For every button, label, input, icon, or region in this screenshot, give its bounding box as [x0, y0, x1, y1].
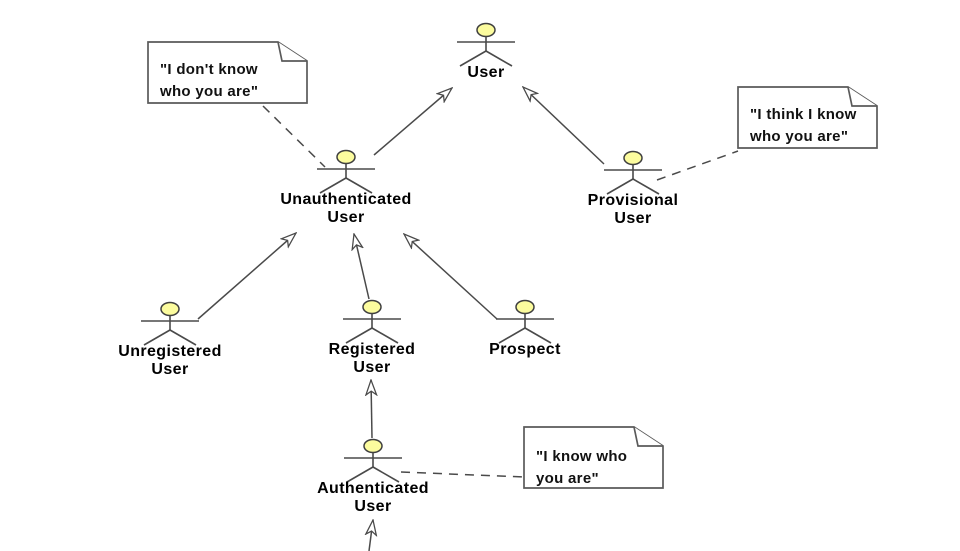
actor-head-icon — [515, 299, 535, 315]
actor-leg-left — [346, 466, 374, 483]
actor-label-provisional-user: Provisional User — [587, 192, 679, 227]
actor-leg-right — [485, 50, 513, 67]
actor-leg-left — [459, 50, 487, 67]
note-think-i-know — [737, 86, 878, 149]
actor-leg-right — [345, 177, 373, 194]
actor-head-icon — [336, 149, 356, 165]
actor-leg-left — [345, 327, 373, 344]
actor-leg-left — [143, 329, 171, 346]
actor-user — [457, 22, 515, 67]
actor-leg-left — [319, 177, 347, 194]
generalization-unregistered-to-unauthenticated — [197, 233, 296, 320]
note-link-dont-know-to-unauthenticated — [262, 105, 326, 168]
note-link-i-know-to-authenticated — [400, 471, 525, 478]
actor-head-icon — [476, 22, 496, 38]
note-text-i-know: "I know who you are" — [536, 448, 628, 487]
actor-unregistered-user — [141, 301, 199, 346]
generalization-prospect-to-unauthenticated — [404, 234, 498, 320]
actor-head-icon — [623, 150, 643, 166]
actor-leg-right — [524, 327, 552, 344]
note-link-think-i-know-to-provisional — [656, 150, 739, 181]
note-fold-icon — [847, 86, 877, 107]
actor-label-authenticated-user: Authenticated User — [317, 480, 429, 515]
actor-prospect — [496, 299, 554, 344]
generalization-unauthenticated-to-user — [373, 88, 452, 156]
actor-registered-user — [343, 299, 401, 344]
actor-label-unregistered-user: Unregistered User — [118, 343, 222, 378]
actor-leg-left — [498, 327, 526, 344]
actor-leg-right — [371, 327, 399, 344]
note-text-think-i-know: "I think I know who you are" — [750, 106, 857, 145]
actor-label-prospect: Prospect — [489, 341, 561, 358]
actor-leg-right — [169, 329, 197, 346]
actor-label-unauthenticated-user: Unauthenticated User — [280, 191, 412, 226]
note-i-know — [523, 426, 664, 489]
actor-head-icon — [160, 301, 180, 317]
actor-label-user: User — [467, 64, 505, 81]
actor-head-icon — [362, 299, 382, 315]
note-fold-icon — [633, 426, 663, 447]
note-body — [147, 41, 308, 104]
note-text-dont-know: "I don't know who you are" — [160, 61, 259, 100]
actor-leg-left — [606, 178, 634, 195]
actor-head-icon — [363, 438, 383, 454]
note-dont-know — [147, 41, 308, 104]
note-body — [523, 426, 664, 489]
note-body — [737, 86, 878, 149]
actor-authenticated-user — [344, 438, 402, 483]
generalization-registered-to-unauthenticated — [354, 234, 370, 300]
actor-leg-right — [372, 466, 400, 483]
generalization-provisional-to-user — [523, 87, 605, 165]
actor-leg-right — [632, 178, 660, 195]
note-fold-icon — [277, 41, 307, 62]
generalization-offscreen-to-authenticated — [369, 520, 373, 551]
actor-label-registered-user: Registered User — [328, 341, 416, 376]
actor-unauthenticated-user — [317, 149, 375, 194]
actor-provisional-user — [604, 150, 662, 195]
generalization-authenticated-to-registered — [371, 380, 372, 439]
